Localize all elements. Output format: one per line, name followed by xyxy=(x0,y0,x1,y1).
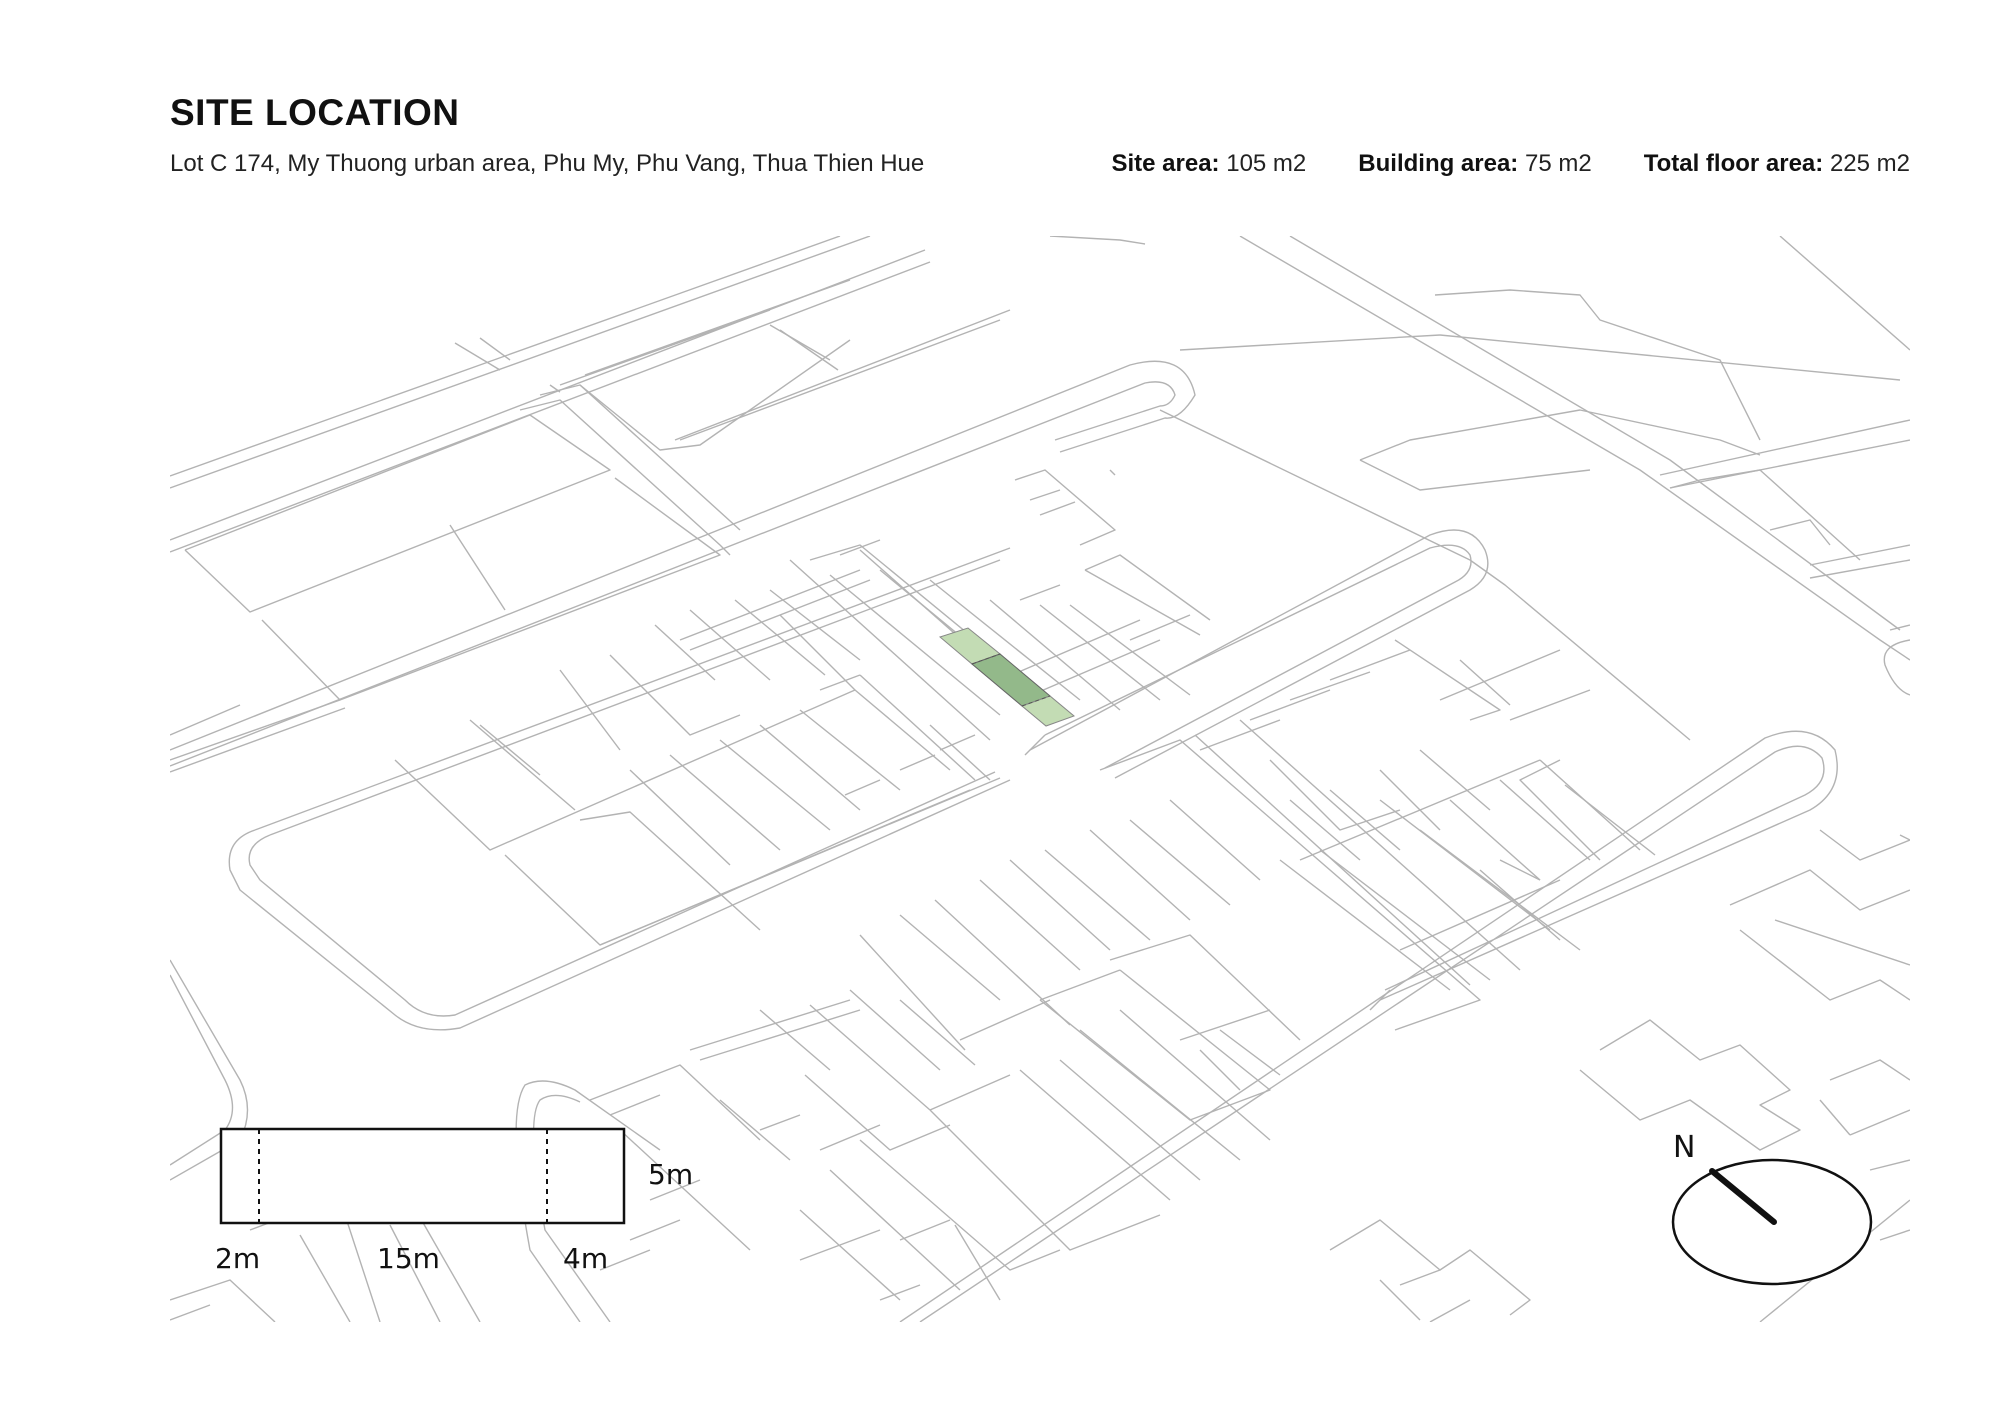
site-address: Lot C 174, My Thuong urban area, Phu My,… xyxy=(170,150,925,177)
site-lot xyxy=(940,628,1074,726)
stat-building-area: Building area: 75 m2 xyxy=(1358,150,1591,178)
page-title: SITE LOCATION xyxy=(170,92,460,133)
rear-setback-zone xyxy=(1022,696,1074,726)
lot-width-label: 5m xyxy=(648,1158,693,1191)
lot-outline xyxy=(219,1127,626,1225)
building-length-label: 15m xyxy=(377,1242,440,1275)
stat-total-floor-area: Total floor area: 225 m2 xyxy=(1644,150,1910,178)
north-compass: N xyxy=(1671,1130,1873,1286)
stat-label: Site area: xyxy=(1111,150,1220,177)
stat-value: 225 m2 xyxy=(1829,150,1910,177)
stat-site-area: Site area: 105 m2 xyxy=(1111,150,1306,178)
stat-label: Total floor area: xyxy=(1643,150,1824,177)
stat-value: 105 m2 xyxy=(1226,150,1307,177)
front-setback-label: 2m xyxy=(215,1242,260,1275)
rear-setback-label: 4m xyxy=(563,1242,608,1275)
site-stats: Site area: 105 m2 Building area: 75 m2 T… xyxy=(1059,150,1910,178)
stat-value: 75 m2 xyxy=(1524,150,1592,177)
stat-label: Building area: xyxy=(1358,150,1519,177)
north-label: N xyxy=(1673,1130,1695,1165)
lot-dimension-diagram: 5m 2m 15m 4m xyxy=(215,1127,693,1275)
map-linework xyxy=(170,236,1910,1322)
north-arrow xyxy=(1709,1168,1777,1225)
